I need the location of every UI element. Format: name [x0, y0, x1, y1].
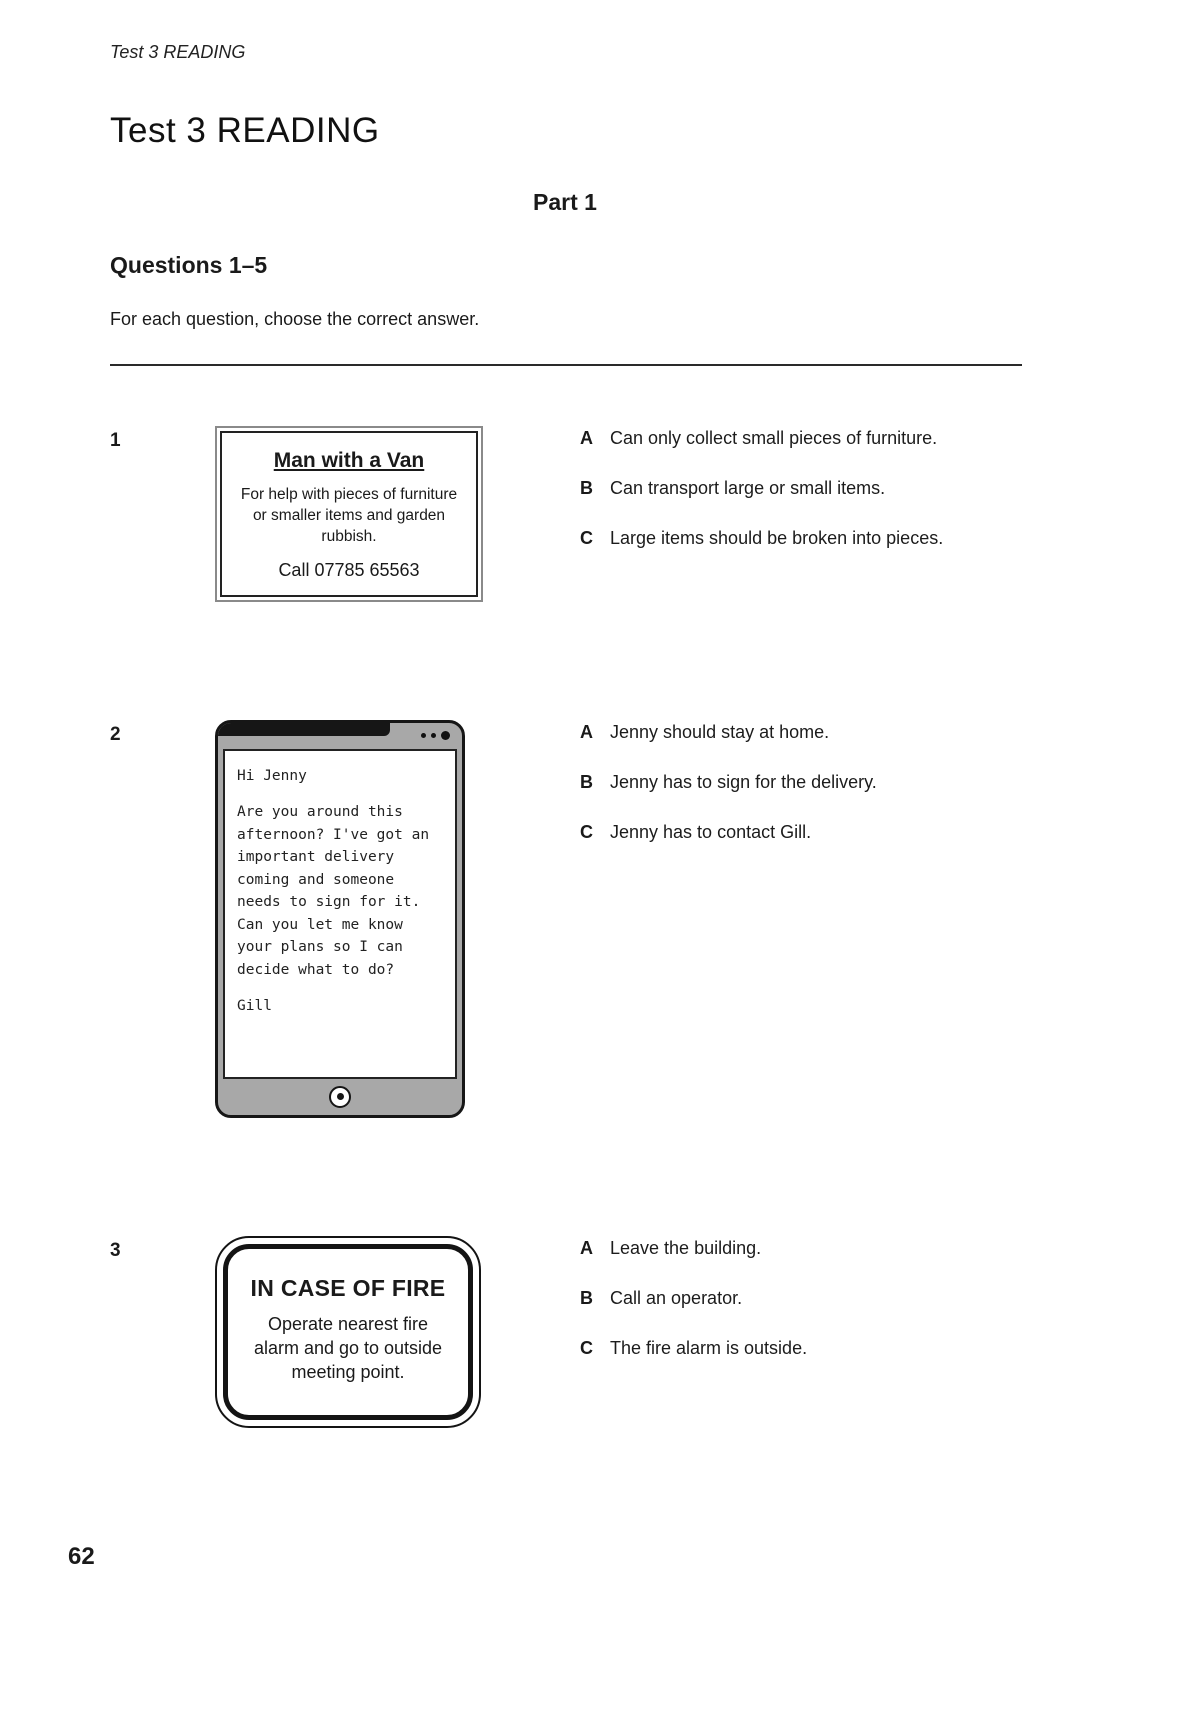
option-letter: C — [580, 1337, 593, 1358]
message-signature: Gill — [237, 997, 272, 1014]
section-divider — [110, 364, 1022, 366]
option-b: B Can transport large or small items. — [580, 478, 1110, 499]
option-text: Jenny has to contact Gill. — [610, 821, 812, 842]
question-3-options: A Leave the building. B Call an operator… — [485, 1236, 1110, 1388]
option-letter: B — [580, 1287, 593, 1308]
option-letter: B — [580, 478, 593, 498]
fire-notice-sign: IN CASE OF FIRE Operate nearest fire ala… — [215, 1235, 481, 1428]
option-a: A Jenny should stay at home. — [580, 722, 1110, 743]
questions-range-heading: Questions 1–5 — [110, 252, 268, 278]
phone-top-bezel — [218, 722, 462, 749]
fire-notice-frame: IN CASE OF FIRE Operate nearest fire ala… — [223, 1243, 473, 1420]
phone-speaker-bar — [218, 722, 390, 736]
option-letter: A — [580, 721, 593, 742]
running-header: Test 3 READING — [110, 42, 246, 62]
option-b: B Jenny has to sign for the delivery. — [580, 772, 1110, 793]
option-letter: A — [580, 1237, 593, 1258]
option-c: C The fire alarm is outside. — [580, 1338, 1110, 1359]
option-text: The fire alarm is outside. — [610, 1337, 808, 1358]
option-c: C Jenny has to contact Gill. — [580, 822, 1110, 843]
instructions-text: For each question, choose the correct an… — [110, 309, 480, 329]
part-heading: Part 1 — [533, 189, 597, 215]
option-text: Large items should be broken into pieces… — [610, 528, 944, 548]
van-sign-body: For help with pieces of furniture or sma… — [240, 486, 458, 545]
option-text: Call an operator. — [610, 1287, 743, 1308]
phone-illustration: Hi Jenny Are you around this afternoon? … — [215, 719, 465, 1118]
option-text: Jenny should stay at home. — [610, 721, 830, 742]
page-title: Test 3 READING — [110, 111, 380, 150]
option-c: C Large items should be broken into piec… — [580, 528, 1110, 549]
option-letter: A — [580, 428, 593, 448]
question-3: 3 IN CASE OF FIRE Operate nearest fire a… — [110, 1235, 1110, 1428]
home-button-icon — [329, 1085, 351, 1108]
message-body: Are you around this afternoon? I've got … — [237, 804, 430, 978]
fire-notice-title: IN CASE OF FIRE — [250, 1274, 446, 1301]
van-sign-phone-number: Call 07785 65563 — [278, 559, 420, 580]
phone-message-screen: Hi Jenny Are you around this afternoon? … — [223, 748, 457, 1079]
phone-status-dots-icon — [421, 730, 450, 740]
van-sign-title: Man with a Van — [273, 449, 425, 472]
option-text: Can only collect small pieces of furnitu… — [610, 428, 938, 448]
option-b: B Call an operator. — [580, 1288, 1110, 1309]
question-2-options: A Jenny should stay at home. B Jenny has… — [485, 720, 1110, 872]
question-1-number: 1 — [110, 430, 121, 451]
message-greeting: Hi Jenny — [237, 767, 307, 784]
van-advert-sign: Man with a Van For help with pieces of f… — [215, 426, 483, 602]
question-3-number: 3 — [110, 1239, 121, 1261]
option-text: Jenny has to sign for the delivery. — [610, 771, 877, 792]
question-2: 2 Hi Jenny Are you around this afternoon… — [110, 719, 1110, 1118]
phone-bottom-bezel — [218, 1079, 462, 1115]
option-a: A Leave the building. — [580, 1238, 1110, 1259]
option-a: A Can only collect small pieces of furni… — [580, 428, 1110, 449]
question-1-options: A Can only collect small pieces of furni… — [485, 426, 1110, 578]
question-2-number: 2 — [110, 723, 121, 745]
option-text: Can transport large or small items. — [610, 478, 886, 498]
option-text: Leave the building. — [610, 1237, 762, 1258]
option-letter: C — [580, 821, 593, 842]
fire-notice-body: Operate nearest fire alarm and go to out… — [253, 1313, 443, 1383]
question-1: 1 Man with a Van For help with pieces of… — [110, 426, 1110, 602]
van-advert-sign-frame: Man with a Van For help with pieces of f… — [220, 431, 478, 597]
option-letter: C — [580, 528, 593, 548]
page-number: 62 — [68, 1543, 95, 1570]
option-letter: B — [580, 771, 593, 792]
